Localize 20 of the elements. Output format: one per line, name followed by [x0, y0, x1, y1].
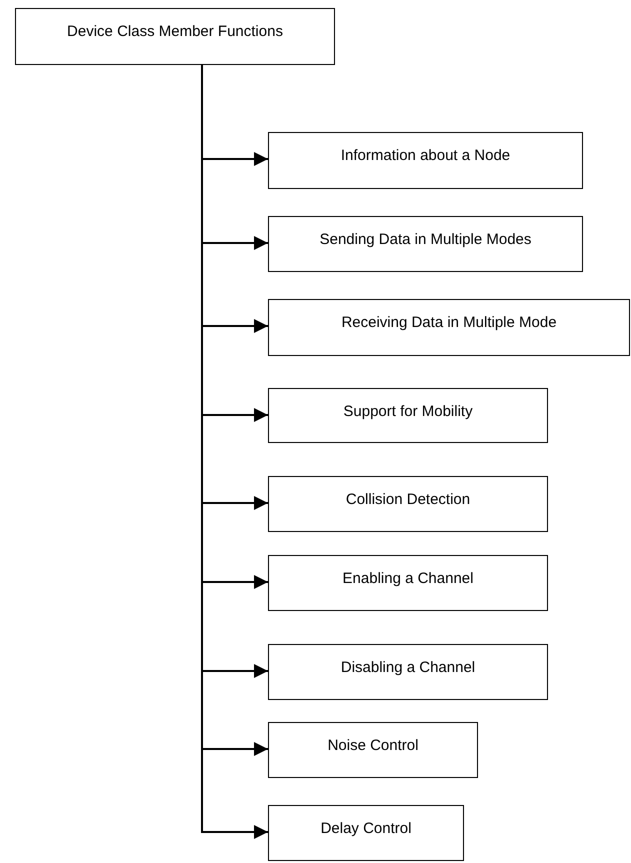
box-label: Disabling a Channel [340, 659, 476, 678]
process-box [268, 722, 478, 778]
box-label: Enabling a Channel [342, 570, 474, 589]
box-label: Support for Mobility [343, 403, 473, 422]
process-box [268, 805, 464, 861]
process-box [268, 299, 630, 356]
process-box [268, 132, 583, 189]
box-label: Delay Control [320, 820, 412, 839]
box-label: Device Class Member Functions [67, 23, 283, 42]
box-label: Collision Detection [346, 491, 470, 510]
box-label: Noise Control [328, 737, 418, 756]
box-label: Sending Data in Multiple Modes [320, 231, 532, 250]
process-box [15, 8, 335, 65]
process-box [268, 555, 548, 611]
process-box [268, 476, 548, 532]
process-box [268, 644, 548, 700]
box-label: Receiving Data in Multiple Mode [341, 314, 557, 333]
box-label: Information about a Node [340, 147, 510, 166]
process-box [268, 216, 583, 272]
process-box [268, 388, 548, 443]
